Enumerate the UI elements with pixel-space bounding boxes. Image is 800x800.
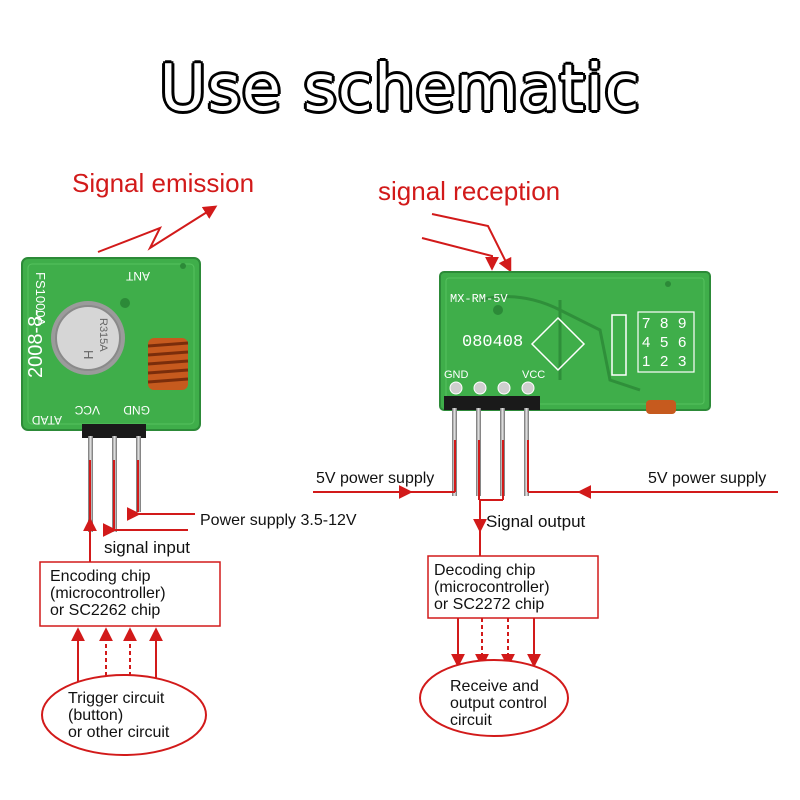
keypad-digit: 2 (660, 353, 668, 370)
rx-label-number: 080408 (462, 333, 523, 352)
encoding-chip-box: Encoding chip (microcontroller) or SC226… (50, 568, 166, 619)
reception-arrow-1 (421, 237, 499, 271)
signal-emission-heading: Signal emission (72, 168, 255, 198)
coil-icon (147, 338, 189, 390)
rx-label-vcc: VCC (522, 369, 545, 381)
reception-arrow-2 (431, 213, 512, 273)
receiver-module: MX-RM-5V 080408 GND VCC 7 8 9 4 5 6 1 2 … (439, 271, 711, 414)
trigger-circuit-ellipse: Trigger circuit (button) or other circui… (68, 690, 170, 741)
signal-output-label: Signal output (486, 512, 586, 531)
tx-label-gnd: GND (123, 403, 150, 417)
tx-label-data: ATAD (31, 413, 62, 427)
page-title: Use schematic (159, 52, 641, 126)
rx-label-model: MX-RM-5V (450, 292, 508, 306)
keypad-digit: 7 (642, 315, 650, 332)
keypad-digit: 1 (642, 353, 650, 370)
keypad-digit: 4 (642, 334, 650, 351)
power-supply-label: Power supply 3.5-12V (200, 512, 357, 529)
receiver-coil-icon (646, 400, 676, 414)
tx-label-crystal: R315A (97, 318, 109, 352)
tx-label-crystal-h: H (81, 350, 96, 359)
emission-arrow (97, 205, 218, 253)
tx-label-date: 2008-8- (25, 309, 47, 378)
keypad-digit: 9 (678, 315, 686, 332)
signal-reception-heading: signal reception (378, 176, 561, 206)
keypad-digit: 8 (660, 315, 668, 332)
tx-label-model: FS1000A (33, 272, 48, 327)
keypad-digit: 5 (660, 334, 668, 351)
receive-output-ellipse: Receive and output control circuit (450, 678, 547, 729)
tx-label-vcc: VCC (74, 403, 100, 417)
keypad-digit: 6 (678, 334, 686, 351)
transmitter-module: ANT FS1000A 2008-8- R315A H ATAD VCC GND (21, 257, 201, 431)
receiver-wires (313, 440, 778, 737)
signal-input-label: signal input (104, 538, 191, 557)
power-supply-left-label: 5V power supply (316, 470, 435, 487)
decoding-chip-box: Decoding chip (microcontroller) or SC227… (434, 562, 550, 613)
transmitter-wires (39, 460, 221, 756)
keypad-digit: 3 (678, 353, 686, 370)
rx-label-gnd: GND (444, 369, 469, 381)
tx-label-ant: ANT (125, 269, 150, 283)
power-supply-right-label: 5V power supply (648, 470, 767, 487)
receiver-keypad: 7 8 9 4 5 6 1 2 3 (637, 311, 695, 373)
